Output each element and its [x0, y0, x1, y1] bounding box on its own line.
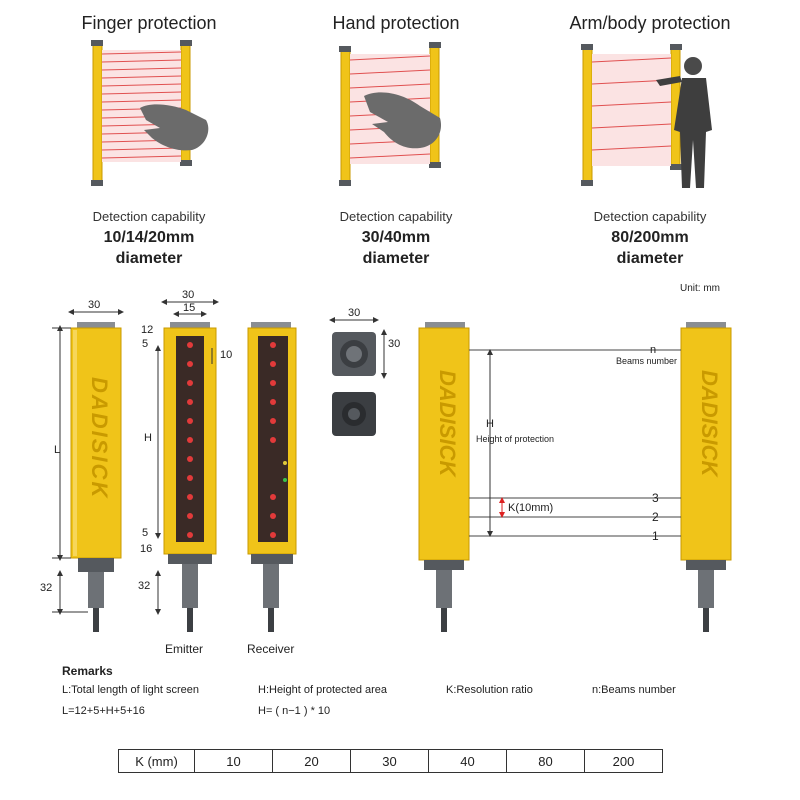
arm-value: 80/200mm	[611, 229, 689, 246]
arm-body-protection-title: Arm/body protection	[569, 13, 731, 33]
dim-length: L	[54, 444, 61, 456]
dim-inner: 15	[183, 302, 196, 314]
dim-height: H	[144, 432, 152, 444]
receiver-bar	[247, 322, 297, 632]
dim-connector-2: 32	[138, 580, 151, 592]
dim-pitch: 10	[220, 349, 233, 361]
finger-protection-title: Finger protection	[81, 13, 217, 33]
side-view-bar	[70, 322, 122, 632]
k-table: K (mm) 10 20 30 40 80 200	[118, 749, 663, 773]
remarks-title: Remarks	[62, 664, 113, 678]
k-table-header: K (mm)	[118, 749, 195, 773]
k-table-cell: 20	[272, 749, 351, 773]
remark-L: L:Total length of light screen	[62, 684, 199, 696]
dim-top: 12	[141, 324, 154, 336]
hand-caption: Detection capability	[339, 209, 453, 224]
beam-1-label: 1	[652, 529, 659, 543]
emitter-label: Emitter	[165, 642, 204, 656]
receiver-label: Receiver	[247, 642, 295, 656]
dim-connector: 32	[40, 582, 53, 594]
k-label: K(10mm)	[508, 502, 554, 514]
hand-protection-title: Hand protection	[332, 13, 460, 33]
emitter-bar	[163, 322, 217, 632]
k-table-cell: 30	[350, 749, 429, 773]
beam-3-label: 3	[652, 491, 659, 505]
hand-light-curtain	[339, 42, 442, 186]
finger-caption: Detection capability	[92, 209, 206, 224]
k-table-row: K (mm) 10 20 30 40 80 200	[118, 749, 663, 773]
beams-number-label: Beams number	[616, 356, 678, 366]
dim-width: 30	[88, 299, 101, 311]
beam-n-label: n	[650, 344, 657, 356]
dim-width-emitter: 30	[182, 289, 195, 301]
dimension-lines	[52, 299, 387, 615]
unit-note: Unit: mm	[680, 283, 720, 294]
formula-H: H= ( n−1 ) * 10	[258, 705, 331, 717]
finger-value: 10/14/20mm	[103, 229, 195, 246]
finger-unit: diameter	[115, 250, 183, 267]
remark-K: K:Resolution ratio	[446, 684, 533, 696]
dim-offset-bottom: 5	[142, 527, 149, 539]
k-table-cell: 40	[428, 749, 507, 773]
finger-light-curtain	[91, 40, 209, 186]
arm-body-light-curtain	[581, 44, 712, 188]
right-receiver-bar	[680, 322, 732, 632]
hand-value: 30/40mm	[361, 229, 431, 246]
remark-n: n:Beams number	[592, 684, 676, 696]
formula-L: L=12+5+H+5+16	[62, 705, 145, 717]
k-table-cell: 80	[506, 749, 585, 773]
end-cap-top-view	[332, 332, 376, 376]
right-emitter-bar	[418, 322, 470, 632]
arm-unit: diameter	[616, 250, 684, 267]
arm-caption: Detection capability	[593, 209, 707, 224]
dim-bottom: 16	[140, 543, 153, 555]
k-table-cell: 200	[584, 749, 663, 773]
k-table-cell: 10	[194, 749, 273, 773]
protection-illustrations	[91, 40, 712, 188]
height-h-label: H	[486, 418, 494, 430]
dim-end-height: 30	[388, 338, 401, 350]
technical-drawing	[52, 299, 732, 632]
height-of-protection-label: Height of protection	[476, 434, 555, 444]
dim-end-width: 30	[348, 307, 361, 319]
end-cap-connector-view	[332, 392, 376, 436]
dim-offset-top: 5	[142, 338, 149, 350]
beam-2-label: 2	[652, 510, 659, 524]
hand-unit: diameter	[362, 250, 430, 267]
remark-H: H:Height of protected area	[258, 684, 388, 696]
